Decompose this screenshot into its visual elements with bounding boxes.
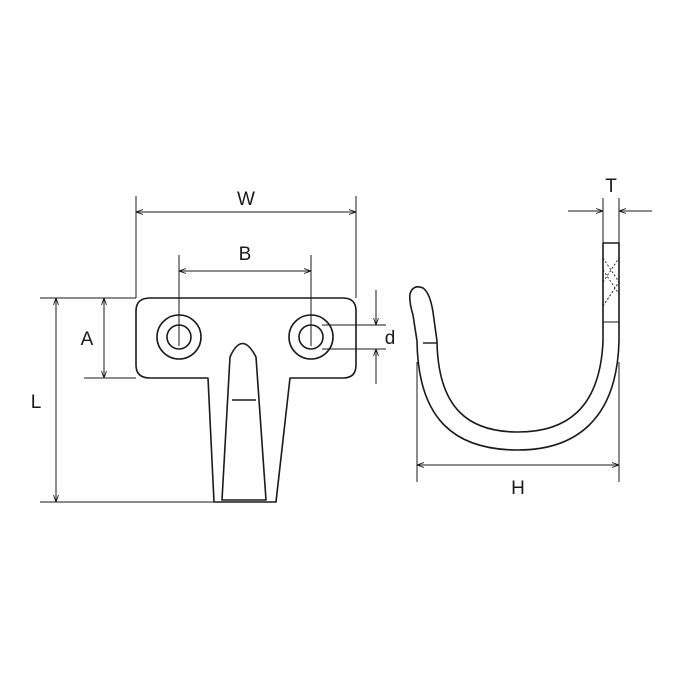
dimension-a: A <box>72 297 136 379</box>
label-w: W <box>237 189 255 210</box>
dimension-d: d <box>322 290 395 384</box>
label-t: T <box>605 176 617 197</box>
dimension-l: L <box>31 297 214 503</box>
hook-tongue <box>221 342 267 501</box>
side-view <box>409 242 620 451</box>
label-h: H <box>511 478 525 499</box>
label-b: B <box>239 244 252 265</box>
dimension-t: T <box>568 176 652 243</box>
dimension-w: W <box>135 189 357 298</box>
dimension-b: B <box>178 244 312 346</box>
hook-side-profile <box>409 242 620 451</box>
section-hatch <box>602 257 620 307</box>
dimension-h: H <box>416 362 620 499</box>
front-view <box>135 297 357 503</box>
label-a: A <box>81 329 94 350</box>
label-l: L <box>31 392 42 413</box>
label-d: d <box>385 328 396 349</box>
